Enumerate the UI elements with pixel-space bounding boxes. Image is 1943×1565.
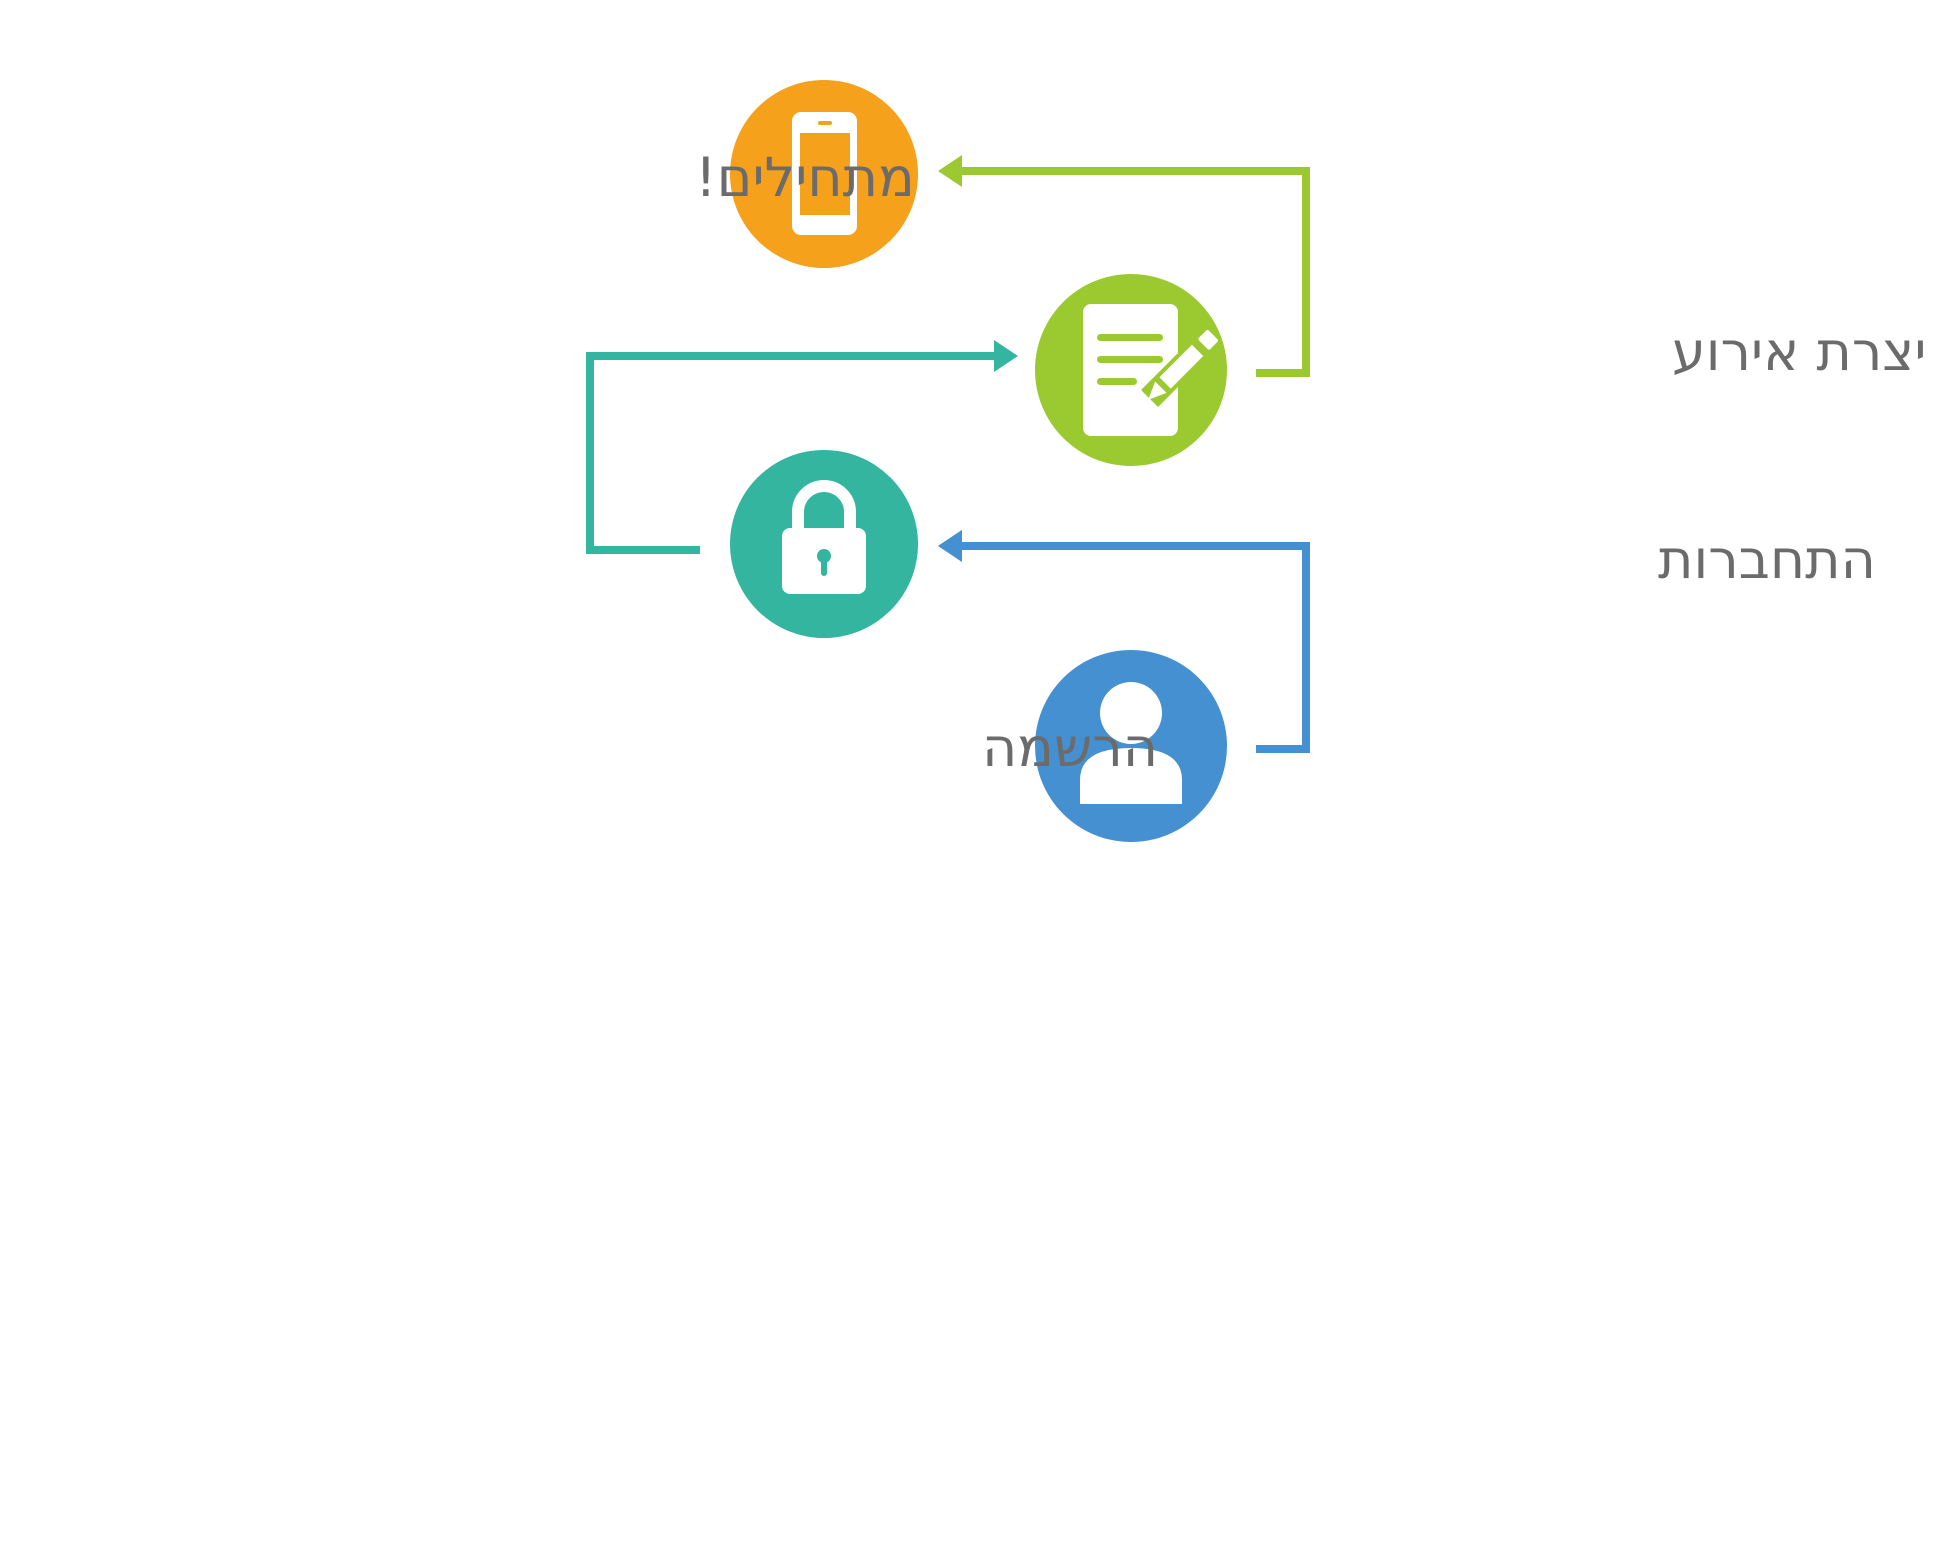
step-signup: הרשמה bbox=[982, 650, 1227, 842]
step-label-start: מתחילים! bbox=[695, 146, 915, 209]
user-icon bbox=[1080, 682, 1182, 804]
step-label-create: יצרת אירוע bbox=[1672, 320, 1926, 383]
connector-signup-to-login bbox=[938, 530, 1310, 753]
step-create-event: יצרת אירוע bbox=[1035, 274, 1926, 466]
connector-login-to-create bbox=[586, 340, 1018, 554]
document-edit-icon bbox=[1083, 304, 1218, 436]
step-login: התחברות bbox=[730, 450, 1876, 638]
connector-create-to-start bbox=[938, 155, 1310, 377]
step-start: מתחילים! bbox=[695, 80, 918, 268]
step-label-signup: הרשמה bbox=[982, 716, 1158, 779]
smartphone-icon bbox=[792, 112, 857, 235]
lock-icon bbox=[782, 480, 866, 594]
step-label-login: התחברות bbox=[1658, 528, 1876, 591]
